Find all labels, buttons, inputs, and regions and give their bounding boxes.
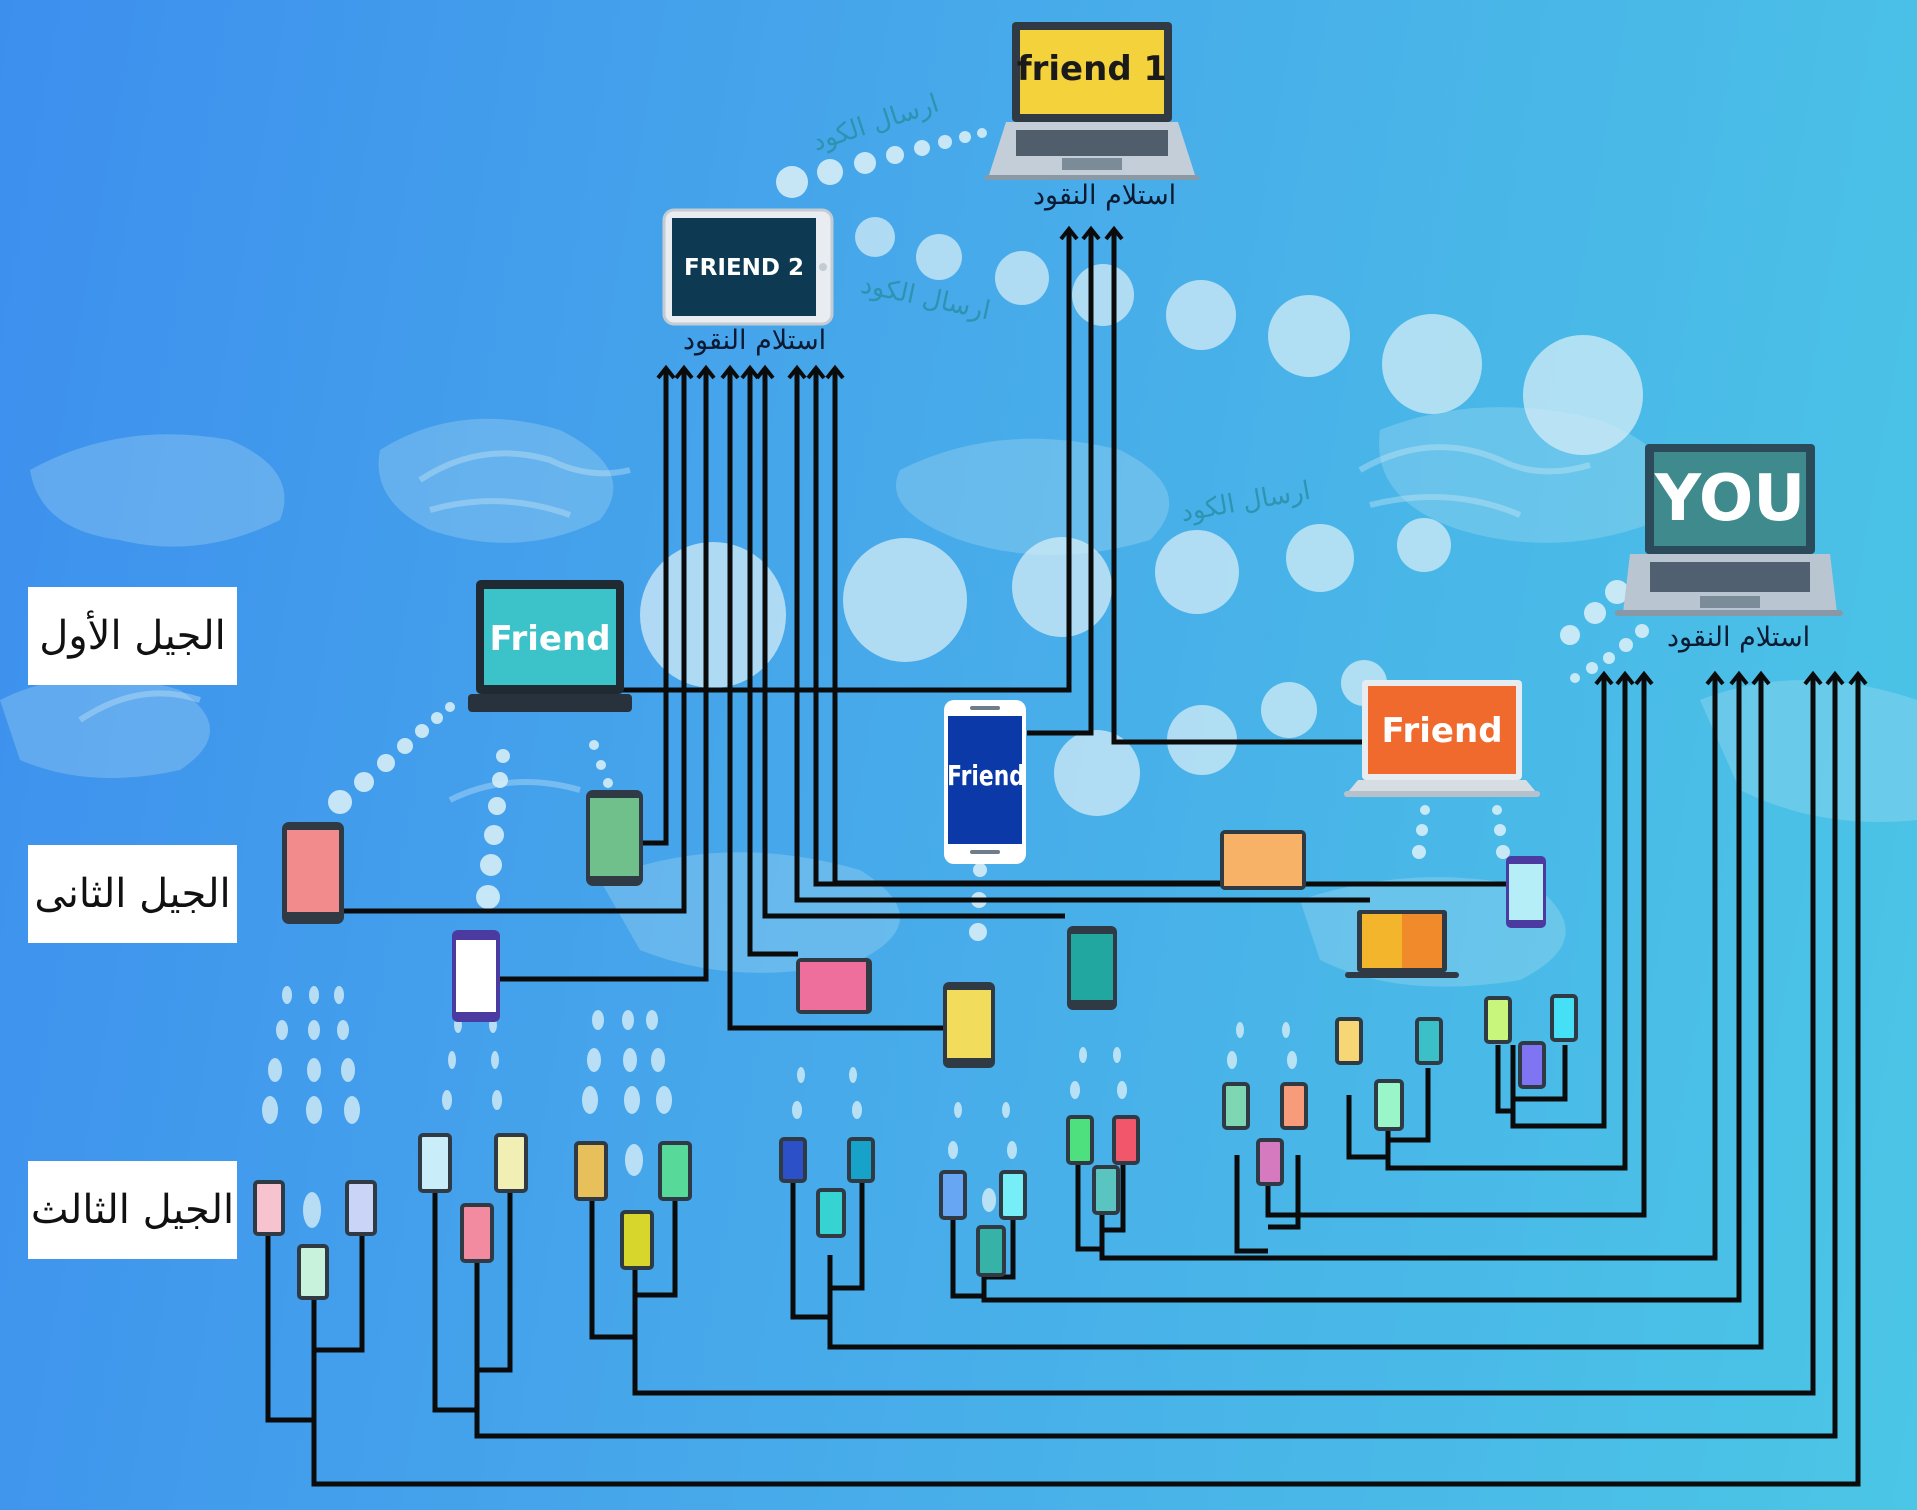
friend1-laptop: friend 1 — [985, 22, 1199, 180]
generation-label-third: الجيل الثالث — [28, 1161, 237, 1259]
gen2-tablet-orange — [1220, 830, 1306, 890]
receive-money-caption-friend2: استلام النقود — [683, 325, 827, 356]
gen2-phone-red — [282, 822, 344, 924]
money-arrows — [656, 225, 1868, 686]
gen2-tablet-pink — [796, 958, 872, 1014]
friend2-label: FRIEND 2 — [684, 255, 804, 281]
gen2-phone-green — [586, 790, 643, 886]
gen2-phone-white — [452, 930, 500, 1022]
money-wires — [265, 231, 1861, 1487]
receive-money-caption-friend1: استلام النقود — [1033, 180, 1177, 211]
you-laptop: YOU — [1615, 444, 1843, 616]
friend-blue-label: Friend — [947, 759, 1025, 791]
gen2-phone-yellow — [943, 982, 995, 1068]
receive-money-caption-you: استلام النقود — [1667, 622, 1811, 653]
you-label: YOU — [1654, 462, 1805, 536]
handshake-decoration — [78, 444, 1591, 803]
gen3-dot-fans — [262, 986, 1297, 1228]
friend-orange-laptop: Friend — [1344, 680, 1540, 797]
generation-label-first: الجيل الأول — [28, 587, 237, 685]
gen3-phones — [253, 994, 1578, 1300]
friend2-tablet: FRIEND 2 — [662, 208, 834, 326]
friend-blue-phone: Friend — [944, 700, 1026, 864]
friend-teal-laptop: Friend — [468, 580, 632, 712]
gen2-laptop-yellow — [1345, 910, 1459, 978]
friend-orange-label: Friend — [1381, 711, 1502, 751]
friend1-label: friend 1 — [1017, 49, 1167, 89]
gen2-phone-teal — [1067, 926, 1117, 1010]
gen2-phone-lightblue — [1506, 856, 1546, 928]
gen2-devices — [282, 790, 1546, 1068]
friend-teal-label: Friend — [489, 619, 610, 659]
generation-label-second: الجيل الثانى — [28, 845, 237, 943]
